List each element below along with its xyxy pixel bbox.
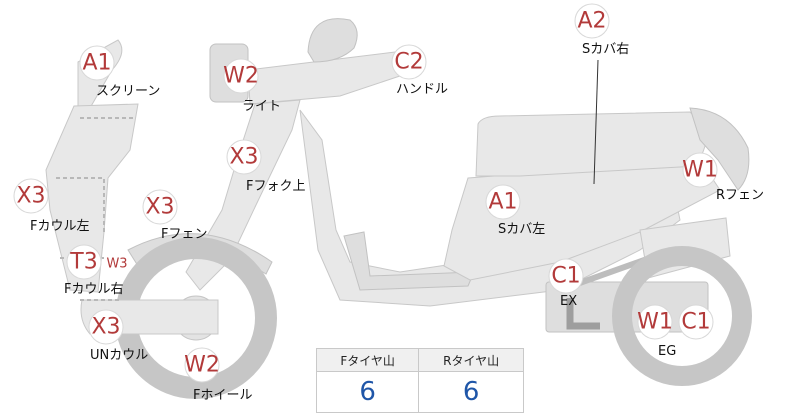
code-front-cowl-left[interactable]: X3 xyxy=(16,184,45,209)
rear-wheel-part xyxy=(612,246,752,386)
code-rear-wheel[interactable]: C1 xyxy=(681,310,710,335)
code-front-fender[interactable]: X3 xyxy=(145,195,174,220)
label-exhaust: EX xyxy=(560,294,577,309)
front-tire-value: 6 xyxy=(315,371,420,413)
front-tire-header: Fタイヤ山 xyxy=(315,348,420,372)
code-exhaust[interactable]: C1 xyxy=(551,264,580,289)
code-fork-upper[interactable]: X3 xyxy=(229,145,258,170)
label-engine: EG xyxy=(658,344,676,359)
label-rear-fender: Rフェン xyxy=(716,188,764,203)
subcode-front-cowl-right[interactable]: W3 xyxy=(106,257,127,272)
label-under-cowl: UNカウル xyxy=(90,348,148,363)
dashed-guides xyxy=(56,117,136,301)
code-front-cowl-right[interactable]: T3 xyxy=(69,250,97,275)
code-side-cover-left[interactable]: A1 xyxy=(488,190,517,215)
tire-tread-table: Fタイヤ山 Rタイヤ山 6 6 xyxy=(315,348,524,413)
mirror-part xyxy=(307,18,358,63)
code-rear-fender[interactable]: W1 xyxy=(682,158,718,183)
code-light[interactable]: W2 xyxy=(223,64,259,89)
label-handle: ハンドル xyxy=(396,82,448,97)
label-front-cowl-right: Fカウル右 xyxy=(64,282,123,297)
code-side-cover-right[interactable]: A2 xyxy=(577,9,606,34)
exhaust-pipe-part xyxy=(566,298,600,330)
code-screen[interactable]: A1 xyxy=(82,51,111,76)
code-handle[interactable]: C2 xyxy=(394,50,423,75)
label-side-cover-left: Sカバ左 xyxy=(498,222,545,237)
rear-fender-part xyxy=(689,107,750,191)
rear-tire-header: Rタイヤ山 xyxy=(418,348,524,372)
code-front-wheel[interactable]: W2 xyxy=(184,353,220,378)
label-front-wheel: Fホイール xyxy=(193,388,252,403)
seat-part xyxy=(475,111,711,177)
label-front-fender: Fフェン xyxy=(161,227,207,242)
label-light: ライト xyxy=(242,99,281,114)
rear-tire-value: 6 xyxy=(418,371,524,413)
label-fork-upper: Fフォク上 xyxy=(246,179,305,194)
code-under-cowl[interactable]: X3 xyxy=(91,315,120,340)
label-screen: スクリーン xyxy=(96,84,160,99)
leader-line xyxy=(593,59,599,185)
code-engine[interactable]: W1 xyxy=(637,310,673,335)
label-front-cowl-left: Fカウル左 xyxy=(30,219,89,234)
label-side-cover-right: Sカバ右 xyxy=(582,42,629,57)
